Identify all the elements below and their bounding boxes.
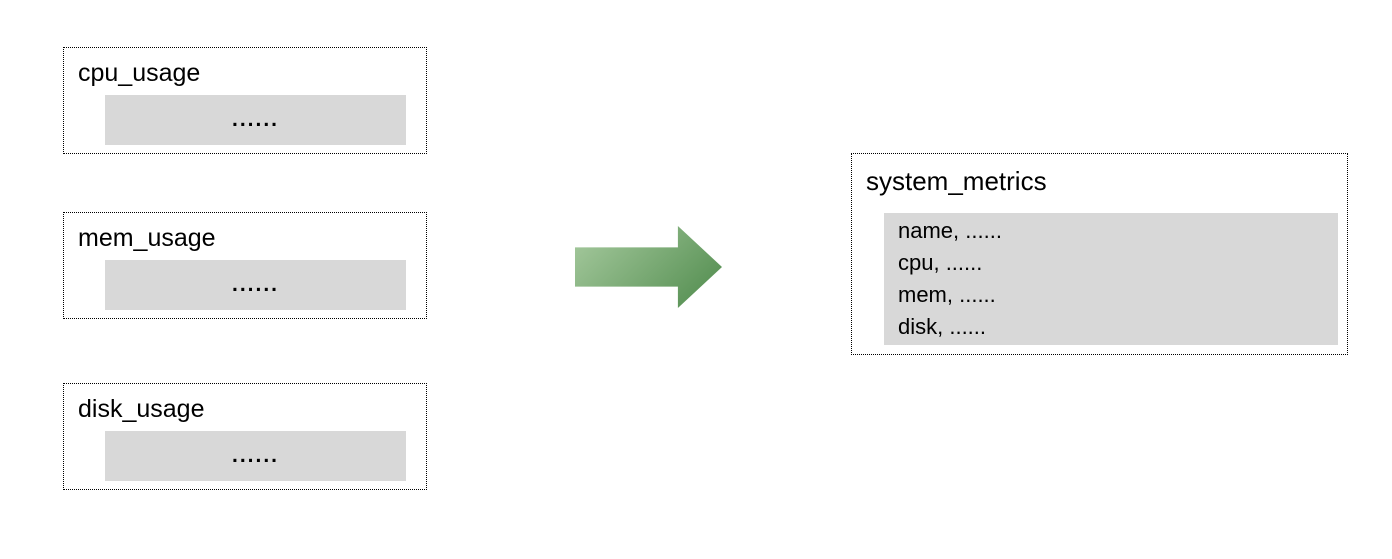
source-box-cpu-usage: cpu_usage ...... [63, 47, 427, 154]
result-box-title: system_metrics [866, 166, 1047, 196]
source-box-data-bar: ...... [105, 95, 406, 145]
result-row: cpu, ...... [898, 250, 983, 275]
result-box-data-panel: name, ...... cpu, ...... mem, ...... dis… [884, 213, 1338, 345]
source-box-title: cpu_usage [78, 59, 201, 87]
result-box-system-metrics: system_metrics name, ...... cpu, ...... … [851, 153, 1348, 355]
source-box-disk-usage: disk_usage ...... [63, 383, 427, 490]
source-box-title: mem_usage [78, 224, 216, 252]
source-box-mem-usage: mem_usage ...... [63, 212, 427, 319]
right-arrow-icon [575, 226, 722, 308]
source-box-data-bar: ...... [105, 431, 406, 481]
source-box-title: disk_usage [78, 395, 205, 423]
source-box-data-bar: ...... [105, 260, 406, 310]
result-row: disk, ...... [898, 314, 987, 339]
result-row: name, ...... [898, 218, 1002, 243]
result-row: mem, ...... [898, 282, 996, 307]
